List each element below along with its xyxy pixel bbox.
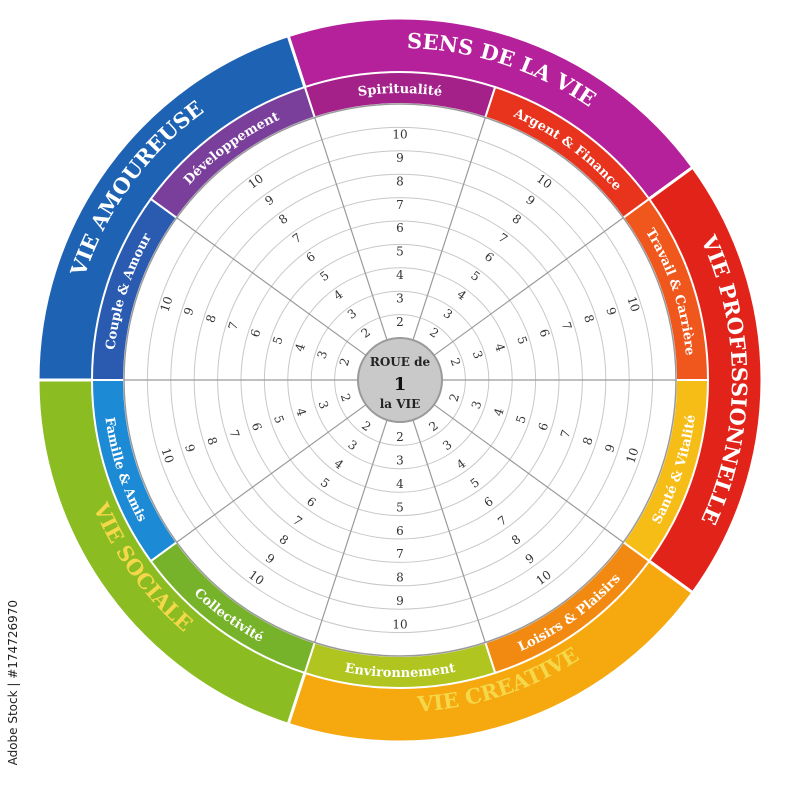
scale-number: 9 [181,306,197,318]
scale-number: 3 [315,349,331,361]
scale-number: 9 [182,442,198,454]
scale-number: 10 [392,617,407,631]
scale-number: 2 [447,392,463,404]
scale-number: 5 [270,335,286,347]
scale-number: 6 [249,421,265,433]
scale-number: 5 [396,500,404,514]
sector-divider [176,404,367,543]
scale-number: 5 [271,414,287,426]
sector-divider [412,117,486,341]
scale-number: 3 [470,349,486,361]
scale-number: 5 [513,414,529,426]
sector-divider [314,419,388,643]
scale-number: 6 [396,221,404,235]
scale-number: 2 [448,356,464,368]
scale-number: 7 [396,547,404,561]
scale-number: 10 [392,128,407,142]
scale-number: 6 [248,327,264,339]
scale-number: 8 [396,571,404,585]
scale-number: 6 [537,327,553,339]
wheel-hub: ROUE de 1 la VIE [357,337,443,423]
scale-number: 4 [491,406,507,418]
scale-number: 8 [204,435,220,447]
scale-number: 7 [396,198,404,212]
scale-number: 3 [316,399,332,411]
scale-number: 10 [624,295,642,314]
scale-number: 7 [226,320,242,332]
scale-number: 4 [396,268,404,282]
scale-number: 4 [492,342,508,354]
sector-label: Spiritualité [357,82,443,100]
scale-number: 2 [338,392,354,404]
scale-number: 7 [558,428,574,440]
scale-number: 8 [580,435,596,447]
scale-number: 4 [292,341,308,353]
scale-number: 3 [469,399,485,411]
scale-number: 9 [603,306,619,318]
scale-number: 6 [536,421,552,433]
sector-divider [433,404,624,543]
sector-label: Environnement [344,661,457,681]
scale-number: 9 [602,442,618,454]
sector-divider [412,419,486,643]
sector-divider [176,217,367,356]
scale-number: 10 [623,446,641,465]
sector-divider [433,217,624,356]
scale-number: 4 [293,406,309,418]
scale-number: 7 [226,428,242,440]
scale-number: 8 [396,174,404,188]
hub-number: 1 [394,374,407,395]
scale-number: 2 [396,315,404,329]
scale-number: 10 [158,295,176,314]
hub-title-line1: ROUE de [370,355,431,369]
scale-number: 8 [203,313,219,325]
sector-divider [314,117,388,341]
scale-number: 4 [396,477,404,491]
scale-number: 9 [396,151,404,165]
scale-number: 7 [559,320,575,332]
scale-number: 3 [396,454,404,468]
scale-number: 2 [337,356,353,368]
scale-number: 5 [514,335,530,347]
scale-number: 9 [396,594,404,608]
watermark-text: Adobe Stock | #174726970 [6,600,20,766]
scale-number: 10 [159,446,177,465]
hub-circle [357,337,443,423]
scale-number: 6 [396,524,404,538]
scale-number: 2 [396,430,404,444]
hub-title-line2: la VIE [380,397,421,411]
scale-number: 8 [581,313,597,325]
scale-number: 3 [396,291,404,305]
scale-number: 5 [396,245,404,259]
